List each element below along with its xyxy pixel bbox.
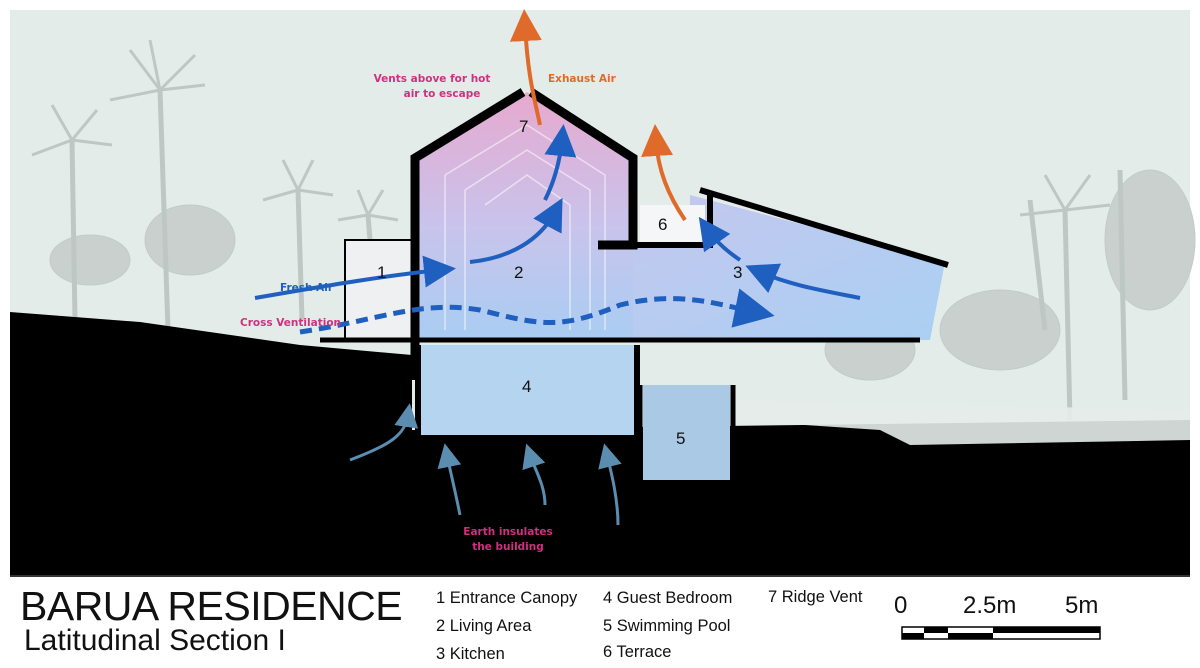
entrance-canopy: [344, 239, 416, 341]
drawing-title: BARUA RESIDENCE: [20, 583, 403, 629]
legend-item: 5 Swimming Pool: [603, 617, 731, 635]
scale-bar: [901, 626, 1101, 640]
room-number-1: 1: [377, 263, 386, 282]
fresh-air-annotation: Fresh Air: [280, 282, 334, 294]
cross-ventilation-annotation: Cross Ventilation: [240, 317, 341, 329]
earth-annotation-line2: the building: [472, 541, 544, 553]
room-number-7: 7: [519, 117, 528, 136]
terrace-air-arrow: [698, 216, 742, 262]
terrace-volume: [640, 205, 705, 245]
scale-label-0: 0: [894, 592, 908, 619]
legend-item: 2 Living Area: [436, 617, 532, 635]
palm-trees: [69, 89, 1128, 421]
gable-walls: [410, 88, 638, 380]
palm-fronds: [31, 39, 1111, 222]
rising-air-arrow: [469, 197, 563, 264]
living-volume: [415, 92, 633, 340]
scale-label-5m: 5m: [1065, 592, 1099, 619]
scale-label-2-5m: 2.5m: [963, 592, 1017, 619]
ground-left: [10, 312, 412, 575]
pool-walls: [637, 385, 736, 486]
legend-item: 6 Terrace: [603, 643, 672, 661]
earth-arrows: [349, 403, 622, 526]
room-number-4: 4: [522, 377, 531, 396]
legend-item: 7 Ridge Vent: [768, 588, 863, 606]
room-number-3: 3: [733, 263, 742, 282]
vents-annotation-line1: Vents above for hot: [374, 73, 491, 85]
roof-trusses: [444, 124, 606, 330]
legend-item: 1 Entrance Canopy: [436, 589, 578, 607]
room-number-2: 2: [514, 263, 523, 282]
guest-bedroom-volume: [420, 345, 635, 435]
legend-item: 4 Guest Bedroom: [603, 589, 733, 607]
terrain-surface: [730, 400, 1190, 445]
wing-roof: [699, 187, 949, 268]
exhaust-annotation: Exhaust Air: [548, 73, 617, 85]
fresh-air-arrow: [254, 255, 456, 300]
swimming-pool: [643, 385, 730, 480]
exhaust-arrow-ridge: [509, 9, 542, 126]
kitchen-air-arrow: [745, 263, 861, 300]
legend-item: 3 Kitchen: [436, 645, 505, 663]
room-number-5: 5: [676, 429, 685, 448]
earth-annotation-line1: Earth insulates: [463, 526, 552, 538]
exhaust-arrow-terrace: [641, 124, 687, 222]
vents-annotation-line2: air to escape: [404, 88, 481, 100]
rising-air-arrow-2: [543, 124, 577, 201]
drawing-subtitle: Latitudinal Section I: [24, 624, 286, 657]
room-number-6: 6: [658, 215, 667, 234]
basement-walls: [415, 345, 640, 441]
